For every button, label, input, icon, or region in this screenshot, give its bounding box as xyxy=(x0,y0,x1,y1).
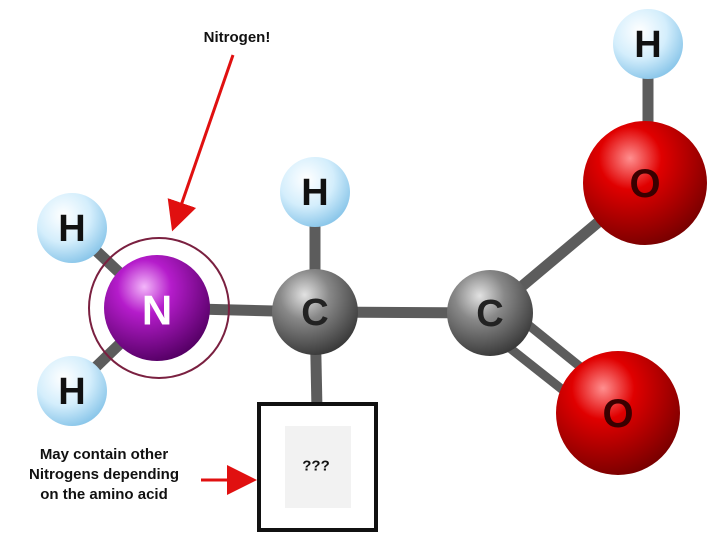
atom-label: H xyxy=(58,371,85,413)
side-chain-note-line-2: Nitrogens depending xyxy=(29,466,179,483)
side-chain-note-line-1: May contain other xyxy=(40,446,169,463)
atom-label: N xyxy=(142,287,172,334)
atom-hydrogen-alpha: H xyxy=(280,157,350,227)
atom-label: H xyxy=(58,208,85,250)
atom-label: O xyxy=(629,162,660,206)
atom-nitrogen: N xyxy=(104,255,210,361)
nitrogen-annotation-label: Nitrogen! xyxy=(204,29,271,46)
side-chain-note-line-3: on the amino acid xyxy=(40,486,168,503)
atom-label: H xyxy=(634,24,661,66)
side-chain-box: ??? xyxy=(257,402,378,532)
side-chain-label: ??? xyxy=(302,458,330,475)
side-chain-note: May contain other Nitrogens depending on… xyxy=(29,446,179,503)
atom-hydrogen-bottom-left: H xyxy=(37,356,107,426)
atom-label: H xyxy=(301,172,328,214)
atom-oxygen-hydroxyl: O xyxy=(583,121,707,245)
atom-label: O xyxy=(602,392,633,436)
atom-hydrogen-top-left: H xyxy=(37,193,107,263)
atom-label: C xyxy=(301,292,328,334)
atom-carbon-carboxyl: C xyxy=(447,270,533,356)
nitrogen-annotation-arrow xyxy=(167,54,235,232)
atom-oxygen-carbonyl: O xyxy=(556,351,680,475)
nitrogen-highlight-ring xyxy=(88,237,230,379)
atom-carbon-alpha: C xyxy=(272,269,358,355)
bonds xyxy=(68,45,654,429)
atom-hydrogen-hydroxyl: H xyxy=(613,9,683,79)
atom-label: C xyxy=(476,293,503,335)
